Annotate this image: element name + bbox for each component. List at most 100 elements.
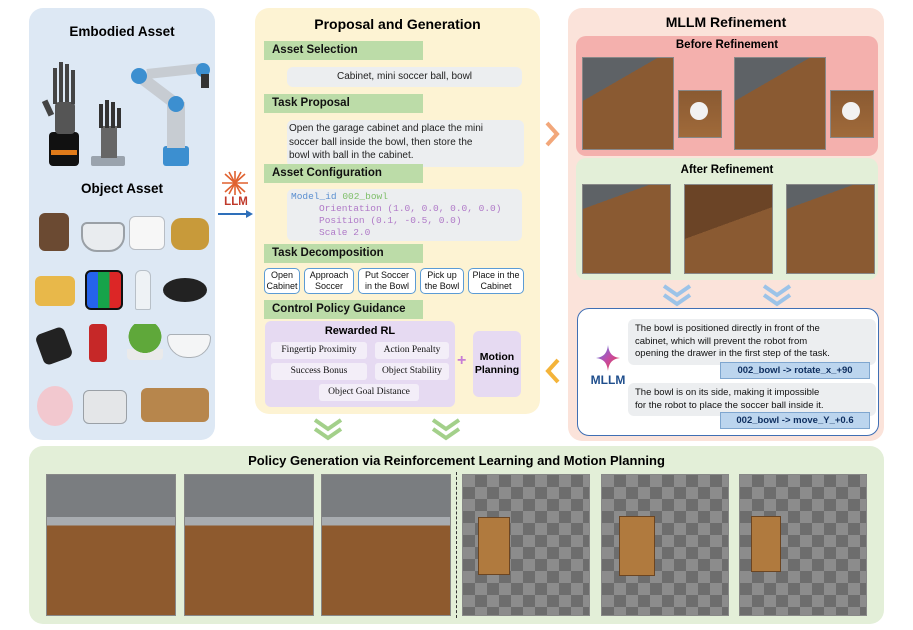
task-proposal-line: Open the garage cabinet and place the mi… <box>289 123 484 134</box>
object-asset-title: Object Asset <box>80 181 164 196</box>
motion-line: Motion <box>479 351 515 363</box>
frying-pan-icon <box>163 278 207 302</box>
asset-selection-text: Cabinet, mini soccer ball, bowl <box>287 67 522 87</box>
potted-plant-icon <box>127 324 163 360</box>
step-put-soccer: Put Soccer in the Bowl <box>358 268 416 294</box>
after-refinement-box: After Refinement <box>576 158 878 280</box>
chevron-down-icon <box>762 284 792 307</box>
step-line: Pick up <box>427 270 457 280</box>
config-value: 002_bowl <box>342 191 388 202</box>
config-key: Model_id <box>291 191 337 202</box>
config-key: Scale <box>319 227 348 238</box>
asset-configuration-header: Asset Configuration <box>264 164 423 183</box>
chevron-left-icon <box>545 358 560 384</box>
task-proposal-line: soccer ball inside the bowl, then store … <box>289 136 473 148</box>
microwave-icon <box>83 390 127 424</box>
before-scene-image <box>734 57 826 150</box>
mllm-message-2: The bowl is on its side, making it impos… <box>628 383 876 416</box>
proposal-title: Proposal and Generation <box>314 16 481 32</box>
message-line: opening the drawer in the first step of … <box>635 348 830 359</box>
desk-fan-icon <box>37 386 73 426</box>
book-stand-icon <box>141 388 209 422</box>
step-line: Place in the <box>472 270 520 280</box>
bowl-zoom-icon <box>690 102 708 120</box>
embodied-asset-panel: Embodied Asset Object Asset <box>29 8 215 440</box>
asset-configuration-box: Model_id 002_bowl Orientation (1.0, 0.0,… <box>287 189 522 241</box>
proposal-generation-panel: Proposal and Generation Asset Selection … <box>255 8 540 414</box>
chevron-right-icon <box>545 121 560 147</box>
motion-line: Planning <box>474 364 520 376</box>
step-pick-up-bowl: Pick up the Bowl <box>420 268 464 294</box>
mllm-action-code-2: 002_bowl -> move_Y_+0.6 <box>720 412 870 429</box>
plus-sign: + <box>457 352 467 369</box>
task-decomposition-header: Task Decomposition <box>264 244 423 263</box>
before-refinement-title: Before Refinement <box>675 39 779 51</box>
config-value: (0.1, -0.5, 0.0) <box>370 215 462 226</box>
step-line: Open <box>270 270 294 280</box>
task-proposal-line: bowl with ball in the cabinet. <box>289 150 414 161</box>
dexterous-hand-image <box>41 62 79 166</box>
mllm-refinement-panel: MLLM Refinement Before Refinement After … <box>568 8 884 441</box>
message-line: The bowl is on its side, making it impos… <box>635 387 820 398</box>
tray-icon <box>35 276 75 306</box>
mllm-action-code-1: 002_bowl -> rotate_x_+90 <box>720 362 870 379</box>
tissue-box-icon <box>39 213 69 251</box>
step-line: Soccer <box>314 281 343 291</box>
step-line: Approach <box>309 270 349 280</box>
cabinet-icon <box>478 517 510 575</box>
task-proposal-header: Task Proposal <box>264 94 423 113</box>
policy-title: Policy Generation via Reinforcement Lear… <box>248 453 665 468</box>
step-line: Cabinet <box>480 281 512 291</box>
rewarded-rl-title: Rewarded RL <box>324 325 396 337</box>
config-key: Position <box>319 215 365 226</box>
reward-object-stability: Object Stability <box>375 363 449 380</box>
message-line: The bowl is positioned directly in front… <box>635 323 820 334</box>
step-place-in-cabinet: Place in the Cabinet <box>468 268 524 294</box>
dustpan-icon <box>34 325 74 367</box>
after-scene-image <box>582 184 671 274</box>
config-value: 2.0 <box>353 227 371 238</box>
mllm-message-1: The bowl is positioned directly in front… <box>628 319 876 365</box>
rubiks-cube-icon <box>85 270 123 310</box>
gemini-star-icon <box>596 345 620 371</box>
task-proposal-box: Open the garage cabinet and place the mi… <box>287 120 524 167</box>
config-key: Orientation <box>319 203 382 214</box>
robot-arm-image <box>131 63 210 166</box>
bowl-icon <box>167 334 211 358</box>
chevron-down-icon <box>431 418 461 441</box>
robot-hand-on-base-image <box>91 100 125 166</box>
motion-planning-box: Motion Planning <box>473 331 521 397</box>
message-line: for the robot to place the soccer ball i… <box>635 399 824 411</box>
step-line: in the Bowl <box>364 281 410 291</box>
soap-dispenser-icon <box>129 216 165 250</box>
rl-frame-1-image <box>46 474 176 616</box>
rewarded-rl-box: Rewarded RL Fingertip Proximity Action P… <box>265 321 455 407</box>
config-value: (1.0, 0.0, 0.0, 0.0) <box>387 203 502 214</box>
mllm-feedback-box: MLLM The bowl is positioned directly in … <box>577 308 879 436</box>
llm-spark-icon <box>222 171 248 195</box>
divider-line <box>456 472 457 618</box>
step-line: Put Soccer <box>364 270 410 280</box>
step-line: the Bowl <box>424 281 460 291</box>
cabinet-icon <box>751 516 781 572</box>
pot-icon <box>81 222 125 252</box>
rl-frame-3-image <box>321 474 451 616</box>
after-scene-image <box>786 184 875 274</box>
mllm-title: MLLM Refinement <box>665 14 787 30</box>
woven-basket-icon <box>171 218 209 250</box>
rl-frame-2-image <box>184 474 314 616</box>
after-refinement-title: After Refinement <box>680 164 774 176</box>
message-line: cabinet, which will prevent the robot fr… <box>635 335 808 347</box>
bowl-zoom-icon <box>842 102 860 120</box>
control-policy-header: Control Policy Guidance <box>264 300 423 319</box>
llm-label: LLM <box>224 196 248 208</box>
reward-fingertip-proximity: Fingertip Proximity <box>271 342 367 359</box>
reward-object-goal-distance: Object Goal Distance <box>319 384 419 401</box>
wine-glass-icon <box>135 270 151 310</box>
step-approach-soccer: Approach Soccer <box>304 268 354 294</box>
step-line: Cabinet <box>266 281 298 291</box>
step-open-cabinet: Open Cabinet <box>264 268 300 294</box>
reward-success-bonus: Success Bonus <box>271 363 367 380</box>
asset-selection-header: Asset Selection <box>264 41 423 60</box>
arrow-right-icon <box>218 210 253 218</box>
